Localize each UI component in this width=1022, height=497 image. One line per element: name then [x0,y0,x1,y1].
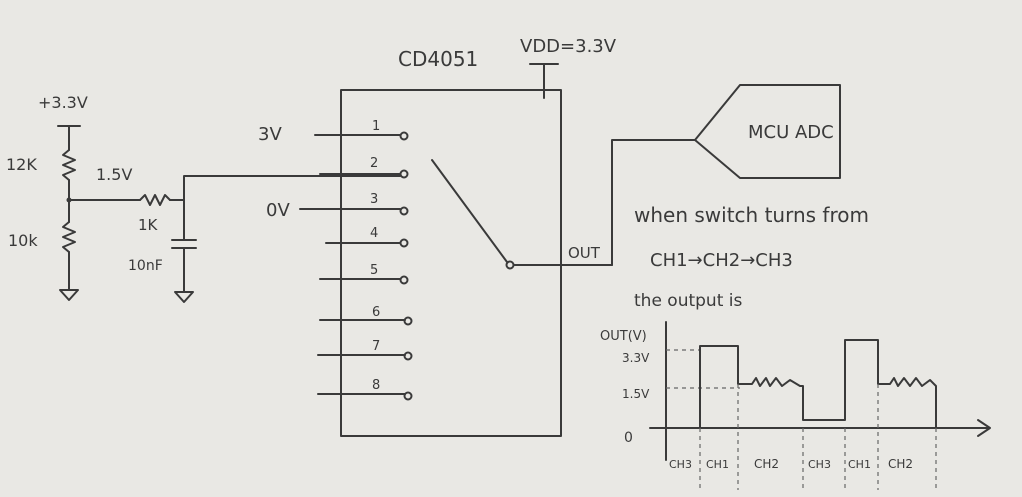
segment-label: CH1 [848,458,871,471]
pin-number: 3 [370,192,378,207]
pin-row-4: 4 [325,226,409,248]
pin-row-8: 8 [317,378,413,401]
pin-row-3: 3 [299,192,409,216]
pin-number: 6 [372,305,380,320]
pin-number: 5 [370,263,378,278]
segment-label: CH2 [754,457,779,471]
ground-icon [59,289,79,301]
adc-wire [611,139,696,266]
supply-label: +3.3V [38,93,88,112]
ground-icon [174,291,194,303]
pin-row-5: 5 [319,263,409,285]
vdd-label: VDD=3.3V [520,36,617,57]
chip-name: CD4051 [398,47,478,71]
resistor-top [62,149,76,181]
note-line-3: the output is [634,291,743,311]
r-series-label: 1K [138,216,159,234]
resistor-bottom [62,221,76,253]
pin-row-1: 1 [314,119,409,141]
y-tick-3v3: 3.3V [622,351,650,365]
y-tick-1v5: 1.5V [622,387,650,401]
pin-number: 1 [372,119,380,134]
out-label: OUT [568,244,601,262]
chip-body [340,89,562,437]
segment-label: CH1 [706,458,729,471]
switch-common-contact [505,260,515,270]
switch-wiper [431,159,508,263]
r-bottom-label: 10k [8,231,38,250]
segment-label: CH3 [808,458,831,471]
output-waveform: OUT(V) 3.3V 1.5V 0 CH3 CH1 CH2 CH3 CH1 C… [600,321,991,490]
output-trace [667,339,967,429]
r-top-label: 12K [6,155,37,174]
input-3v-label: 3V [258,124,282,145]
x-axis-arrow-icon [977,419,991,437]
cap-label: 10nF [128,258,163,274]
note-line-1: when switch turns from [634,203,869,227]
pin-row-6: 6 [319,305,413,326]
waveform-ylabel: OUT(V) [600,329,647,344]
ch2-input-wire [183,175,401,201]
note-line-2: CH1→CH2→CH3 [650,250,793,271]
pin-number: 7 [372,339,380,354]
segment-label: CH3 [669,458,692,471]
pin-row-7: 7 [317,339,413,361]
node-voltage-label: 1.5V [96,165,132,184]
pin-number: 4 [370,226,378,241]
resistor-series [139,194,171,206]
adc-box [694,84,841,179]
pin-number: 2 [370,156,378,171]
segment-label: CH2 [888,457,913,471]
adc-label: MCU ADC [748,122,834,143]
pin-number: 8 [372,378,380,393]
pin-row-2: 2 [319,156,409,179]
y-tick-zero: 0 [624,430,633,446]
input-0v-label: 0V [266,200,290,221]
